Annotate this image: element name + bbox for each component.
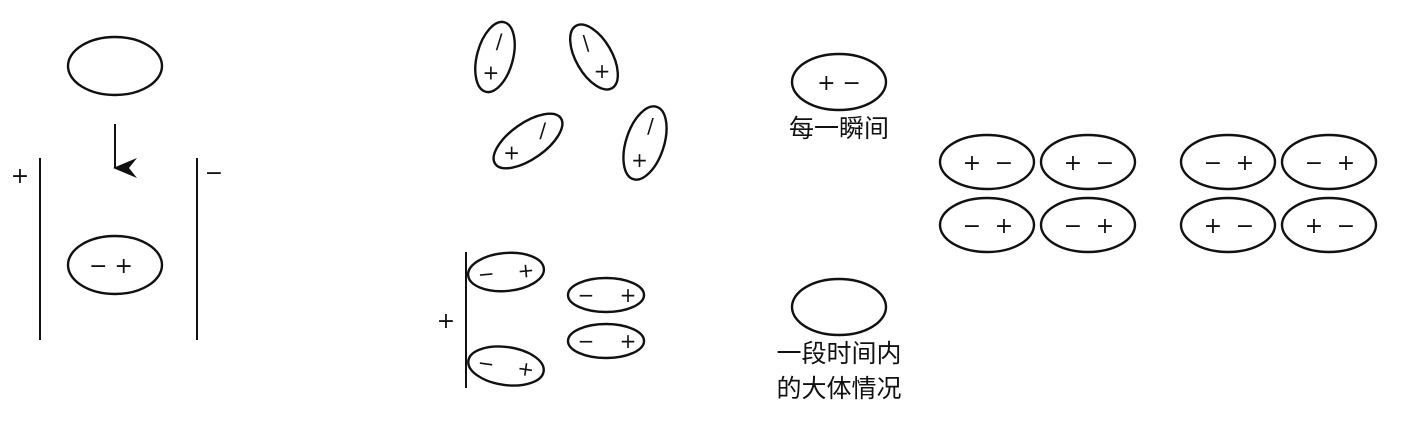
average-molecule <box>790 277 888 337</box>
random-molecule: / + <box>474 20 516 94</box>
dipole-group-2: − + − + + − + − <box>1179 133 1378 254</box>
instant-molecule-signs: + − <box>817 71 861 96</box>
molecule-left-sign: + <box>1305 214 1323 239</box>
instant-caption: 每一瞬间 <box>789 114 889 143</box>
average-caption-line2: 的大体情况 <box>776 374 901 403</box>
dipole-molecule: + − <box>1280 196 1378 254</box>
molecule-right-sign: + <box>620 283 637 307</box>
molecule-top-sign: / <box>647 114 654 138</box>
molecule-left-sign: − <box>476 350 496 376</box>
molecule-left-sign: + <box>1204 214 1222 239</box>
molecule-right-sign: + <box>1236 151 1254 176</box>
polarized-molecule-signs: − + <box>89 254 133 279</box>
molecule-left-sign: − <box>963 214 981 239</box>
random-molecule: / + <box>622 105 668 181</box>
aligned-molecule: − + <box>466 251 546 293</box>
dipole-molecule: − + <box>1039 196 1137 254</box>
left-plate-sign: + <box>11 164 29 189</box>
panel-induced-polarization: + − − + <box>11 35 223 340</box>
molecule-right-sign: + <box>620 329 637 353</box>
molecule-left-sign: − <box>578 283 595 307</box>
molecule-right-sign: + <box>1337 151 1355 176</box>
molecule-top-sign: \ <box>583 31 590 55</box>
molecule-left-sign: − <box>477 261 496 286</box>
random-molecule: / + <box>492 112 564 170</box>
molecule-left-sign: + <box>963 151 981 176</box>
dipole-molecule: + − <box>1179 196 1277 254</box>
molecule-left-sign: − <box>578 329 595 353</box>
molecule-left-sign: + <box>1064 151 1082 176</box>
molecule-right-sign: − <box>995 151 1013 176</box>
molecule-left-sign: − <box>1305 151 1323 176</box>
dipole-molecule: − + <box>1280 133 1378 191</box>
molecule-right-sign: − <box>1096 151 1114 176</box>
molecule-right-sign: / <box>539 119 546 143</box>
panel-instant-vs-average: + − 每一瞬间 一段时间内 的大体情况 <box>776 52 902 403</box>
panel-dipole-arrangements: + − + − − + − + − + <box>938 133 1378 254</box>
molecule-bottom-sign: + <box>594 59 611 83</box>
molecule-left-sign: − <box>1204 151 1222 176</box>
polarized-molecule <box>66 234 164 296</box>
instant-molecule <box>790 52 888 112</box>
panel-orientation-polarization: / + \ + / + / + + − + − + <box>437 20 668 388</box>
molecule-right-sign: + <box>516 356 536 382</box>
dipole-molecule: − + <box>1179 133 1277 191</box>
neutral-molecule <box>66 35 164 97</box>
molecule-left-sign: + <box>503 140 520 164</box>
dipole-molecule: + − <box>938 133 1036 191</box>
dipole-group-1: + − + − − + − + <box>938 133 1137 254</box>
random-molecule: \ + <box>568 23 620 91</box>
plate-sign: + <box>437 309 455 334</box>
molecule-right-sign: − <box>1236 214 1254 239</box>
aligned-molecule: − + <box>566 276 646 314</box>
molecule-right-sign: + <box>517 258 536 283</box>
molecule-top-sign: / <box>496 30 503 54</box>
molecule-right-sign: + <box>995 214 1013 239</box>
right-plate-sign: − <box>205 161 223 186</box>
molecule-right-sign: + <box>1096 214 1114 239</box>
molecule-left-sign: − <box>1064 214 1082 239</box>
molecule-bottom-sign: + <box>631 148 648 172</box>
aligned-molecule: − + <box>566 322 646 360</box>
molecule-right-sign: − <box>1337 214 1355 239</box>
dipole-molecule: + − <box>1039 133 1137 191</box>
molecule-bottom-sign: + <box>482 60 499 84</box>
aligned-molecule: − + <box>467 345 545 387</box>
dipole-molecule: − + <box>938 196 1036 254</box>
average-caption-line1: 一段时间内 <box>776 339 901 368</box>
